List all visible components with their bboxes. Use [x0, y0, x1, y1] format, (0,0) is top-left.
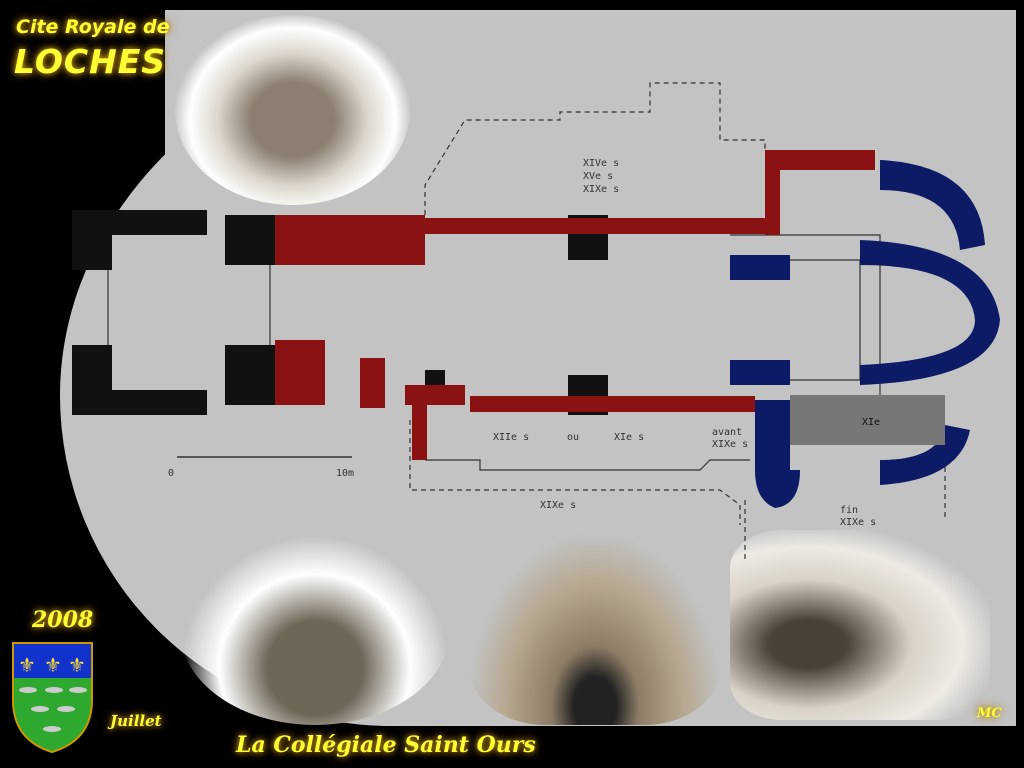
- label-south-annex: XIXe s: [540, 500, 577, 511]
- plan-red-walls: [275, 150, 875, 460]
- photo-church-exterior: [175, 15, 410, 205]
- photo-portal: [470, 535, 720, 725]
- label-end-2: XIXe s: [840, 517, 877, 528]
- scale-end: 10m: [336, 468, 355, 479]
- photo-church-apse: [180, 535, 450, 725]
- label-before-1: avant: [712, 427, 743, 438]
- photo-interior: [730, 530, 990, 720]
- label-nave-a: XIIe s: [493, 432, 530, 443]
- header-line1: Cite Royale de: [16, 16, 170, 38]
- header-title: LOCHES: [14, 42, 167, 81]
- label-north-2: XVe s: [583, 171, 614, 182]
- signature: MC: [977, 706, 1002, 721]
- crypt-area: [790, 395, 945, 445]
- caption: La Collégiale Saint Ours: [236, 732, 536, 758]
- plan-blue-walls: [730, 160, 1000, 508]
- label-end-1: fin: [840, 505, 859, 516]
- scale-start: 0: [168, 468, 175, 479]
- label-before-2: XIXe s: [712, 439, 749, 450]
- label-nave-b: XIe s: [614, 432, 645, 443]
- label-nave-or: ou: [567, 432, 580, 443]
- month: Juillet: [110, 712, 162, 730]
- label-north-3: XIXe s: [583, 184, 620, 195]
- year: 2008: [32, 607, 94, 633]
- label-north-1: XIVe s: [583, 158, 620, 169]
- label-crypt: XIe: [862, 417, 881, 428]
